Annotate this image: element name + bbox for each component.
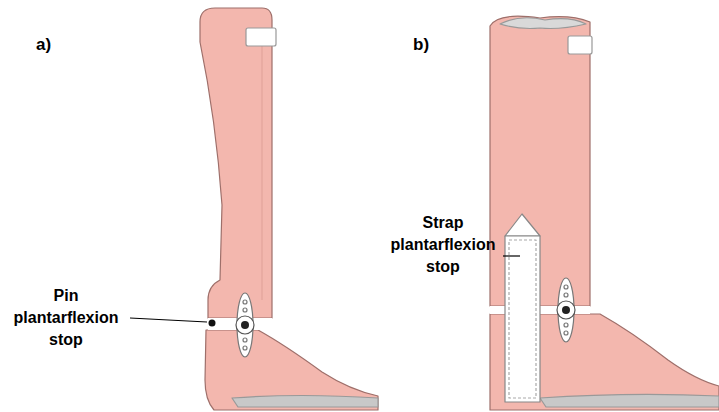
strap-cap (505, 214, 540, 236)
pin-stop (209, 320, 216, 327)
joint-plate (558, 278, 574, 342)
sole (540, 394, 719, 407)
joint-hole (564, 331, 568, 335)
joint-hole (564, 293, 568, 297)
leader-line (130, 318, 207, 322)
sole (232, 396, 378, 408)
joint-axle (562, 306, 570, 314)
part-label: Strap plantarflexion stop (386, 212, 500, 278)
shank-shell (200, 8, 272, 318)
joint-hinge (557, 301, 575, 319)
shell-edge (261, 30, 262, 300)
joint-plate (237, 293, 253, 357)
part-label: Pin plantarflexion stop (6, 285, 126, 351)
strap-stop (505, 236, 540, 402)
joint-hole (564, 323, 568, 327)
joint-hole (243, 300, 247, 304)
joint-hole (243, 346, 247, 350)
joint-hole (243, 338, 247, 342)
shell-opening (500, 18, 586, 29)
joint-hole (243, 308, 247, 312)
joint-axle (241, 321, 249, 329)
panel-letter: b) (413, 34, 443, 56)
joint-hinge (236, 316, 254, 334)
strap-stitching (509, 240, 536, 398)
joint-hole (564, 285, 568, 289)
velcro-strap (568, 36, 592, 54)
foot-piece (205, 330, 378, 410)
velcro-strap (246, 28, 276, 46)
panel-letter: a) (36, 34, 66, 56)
leader-line (503, 255, 520, 256)
